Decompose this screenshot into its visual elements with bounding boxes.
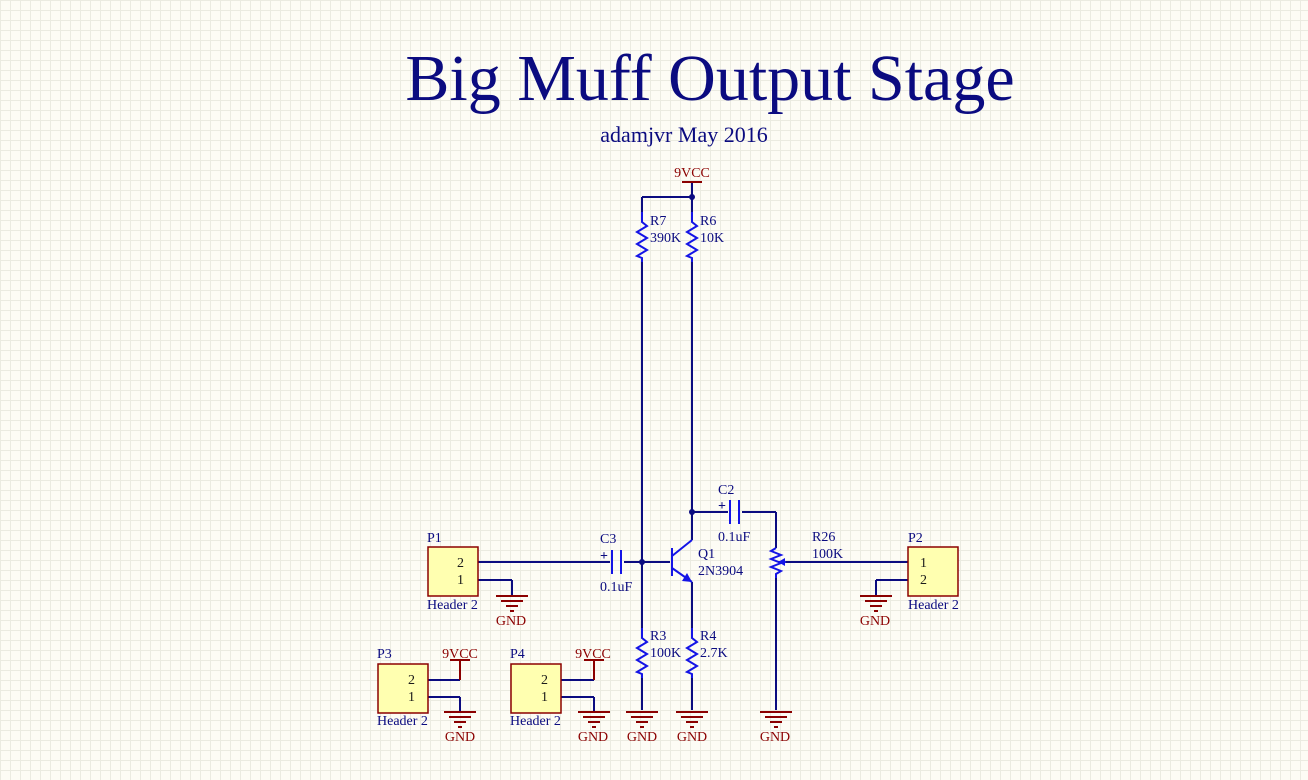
svg-text:R3: R3 — [650, 629, 666, 644]
svg-text:2: 2 — [457, 556, 464, 571]
resistor-r7: R7 390K — [634, 212, 681, 262]
svg-text:2: 2 — [408, 673, 415, 688]
schematic-title: Big Muff Output Stage — [405, 42, 1014, 115]
capacitor-c2: + C2 0.1uF — [718, 483, 751, 545]
svg-text:1: 1 — [408, 690, 415, 705]
svg-text:R6: R6 — [700, 214, 716, 229]
header-p2: P2 1 2 Header 2 — [907, 531, 959, 613]
potentiometer-r26: R26 100K — [768, 530, 843, 578]
svg-text:2: 2 — [541, 673, 548, 688]
gnd-symbol-p2: GND — [859, 595, 893, 629]
header-p1: P1 2 1 Header 2 — [427, 531, 479, 613]
gnd-symbol-r26: GND — [759, 711, 793, 745]
svg-text:+: + — [718, 499, 726, 514]
svg-text:P2: P2 — [908, 531, 923, 546]
svg-text:Header 2: Header 2 — [427, 598, 478, 613]
svg-text:2N3904: 2N3904 — [698, 564, 743, 579]
header-p3: P3 2 1 Header 2 — [377, 647, 429, 729]
svg-text:Q1: Q1 — [698, 547, 715, 562]
svg-text:Header 2: Header 2 — [908, 598, 959, 613]
gnd-symbol-p4: GND — [577, 711, 611, 745]
capacitor-c3: + C3 0.1uF — [600, 532, 633, 595]
svg-text:2.7K: 2.7K — [700, 646, 728, 661]
svg-text:R4: R4 — [700, 629, 716, 644]
junction-dots — [639, 194, 695, 565]
wires — [428, 182, 908, 712]
gnd-symbol-r4: GND — [675, 711, 709, 745]
gnd-symbol-p1: GND — [495, 595, 529, 629]
svg-text:GND: GND — [445, 730, 475, 745]
svg-text:1: 1 — [920, 556, 927, 571]
svg-text:C2: C2 — [718, 483, 734, 498]
svg-text:390K: 390K — [650, 231, 681, 246]
gnd-symbol-p3: GND — [443, 711, 477, 745]
schematic-subtitle: adamjvr May 2016 — [600, 122, 767, 147]
resistor-r4: R4 2.7K — [684, 628, 728, 678]
svg-text:P1: P1 — [427, 531, 442, 546]
svg-text:GND: GND — [496, 614, 526, 629]
svg-text:9VCC: 9VCC — [442, 647, 478, 662]
svg-text:GND: GND — [677, 730, 707, 745]
svg-text:1: 1 — [457, 573, 464, 588]
svg-text:0.1uF: 0.1uF — [718, 530, 751, 545]
svg-text:GND: GND — [578, 730, 608, 745]
svg-text:GND: GND — [860, 614, 890, 629]
svg-text:100K: 100K — [650, 646, 681, 661]
svg-text:P3: P3 — [377, 647, 392, 662]
svg-text:C3: C3 — [600, 532, 616, 547]
svg-text:0.1uF: 0.1uF — [600, 580, 633, 595]
resistor-r6: R6 10K — [684, 212, 724, 262]
svg-text:2: 2 — [920, 573, 927, 588]
svg-text:9VCC: 9VCC — [575, 647, 611, 662]
vcc-symbol-main: 9VCC — [674, 166, 710, 183]
svg-text:+: + — [600, 549, 608, 564]
svg-text:GND: GND — [627, 730, 657, 745]
vcc-symbol-p3: 9VCC — [442, 647, 478, 680]
svg-text:R26: R26 — [812, 530, 835, 545]
svg-text:P4: P4 — [510, 647, 525, 662]
svg-text:1: 1 — [541, 690, 548, 705]
header-p4: P4 2 1 Header 2 — [510, 647, 562, 729]
svg-text:100K: 100K — [812, 547, 843, 562]
resistor-r3: R3 100K — [634, 628, 681, 678]
svg-text:Header 2: Header 2 — [510, 714, 561, 729]
gnd-symbol-r3: GND — [625, 711, 659, 745]
transistor-q1: Q1 2N3904 — [671, 539, 743, 583]
svg-text:GND: GND — [760, 730, 790, 745]
svg-text:9VCC: 9VCC — [674, 166, 710, 181]
svg-text:10K: 10K — [700, 231, 724, 246]
vcc-symbol-p4: 9VCC — [575, 647, 611, 680]
svg-text:R7: R7 — [650, 214, 666, 229]
svg-text:Header 2: Header 2 — [377, 714, 428, 729]
